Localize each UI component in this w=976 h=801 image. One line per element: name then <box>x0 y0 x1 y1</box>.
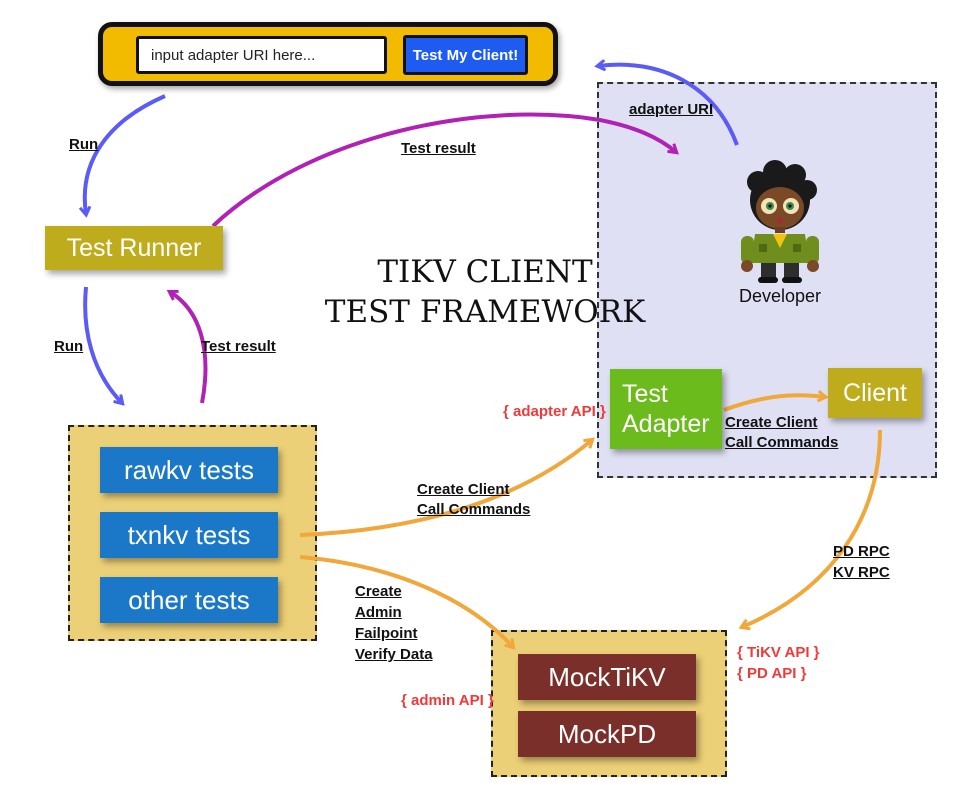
label-create-client-mid-1: Create Client <box>417 481 510 498</box>
test-runner-node: Test Runner <box>45 226 223 270</box>
client-node: Client <box>828 368 922 418</box>
rawkv-tests-node: rawkv tests <box>100 447 278 493</box>
test-adapter-line-2: Adapter <box>622 410 710 438</box>
arrow-run-top <box>85 94 166 214</box>
developer-avatar-icon <box>741 160 819 283</box>
label-admin-api: { admin API } <box>401 692 494 709</box>
title-line-2: TEST FRAMEWORK <box>324 294 646 330</box>
mock-tikv-node: MockTiKV <box>518 654 696 700</box>
label-rpc-2: KV RPC <box>833 564 890 581</box>
adapter-uri-input[interactable] <box>136 36 387 74</box>
label-adapter-uri: adapter URI <box>629 101 714 118</box>
developer-label: Developer <box>738 286 822 306</box>
txnkv-tests-node: txnkv tests <box>100 512 278 558</box>
test-adapter-line-1: Test <box>622 380 668 408</box>
label-mock-4: Verify Data <box>355 646 433 663</box>
label-create-client-right-2: Call Commands <box>725 434 839 451</box>
label-mock-1: Create <box>355 583 402 600</box>
test-adapter-node: Test Adapter <box>610 369 722 449</box>
mock-pd-node: MockPD <box>518 711 696 757</box>
test-bar: Test My Client! <box>98 22 558 86</box>
label-run-top: Run <box>69 136 99 153</box>
arrow-run-bottom <box>83 286 122 403</box>
label-pd-api: { PD API } <box>737 665 807 682</box>
label-run-bottom: Run <box>54 338 84 355</box>
title-line-1: TIKV CLIENT <box>377 254 593 290</box>
label-adapter-api: { adapter API } <box>503 403 606 420</box>
label-test-result-bottom: Test result <box>201 338 276 355</box>
diagram-title: TIKV CLIENT TEST FRAMEWORK <box>300 252 670 332</box>
label-create-client-right-1: Create Client <box>725 414 818 431</box>
label-mock-2: Admin <box>355 604 402 621</box>
label-create-client-mid-2: Call Commands <box>417 501 531 518</box>
label-rpc-1: PD RPC <box>833 543 890 560</box>
label-tikv-api: { TiKV API } <box>737 644 820 661</box>
test-my-client-button[interactable]: Test My Client! <box>403 35 528 75</box>
label-test-result-top: Test result <box>401 140 476 157</box>
other-tests-node: other tests <box>100 577 278 623</box>
label-mock-3: Failpoint <box>355 625 418 642</box>
